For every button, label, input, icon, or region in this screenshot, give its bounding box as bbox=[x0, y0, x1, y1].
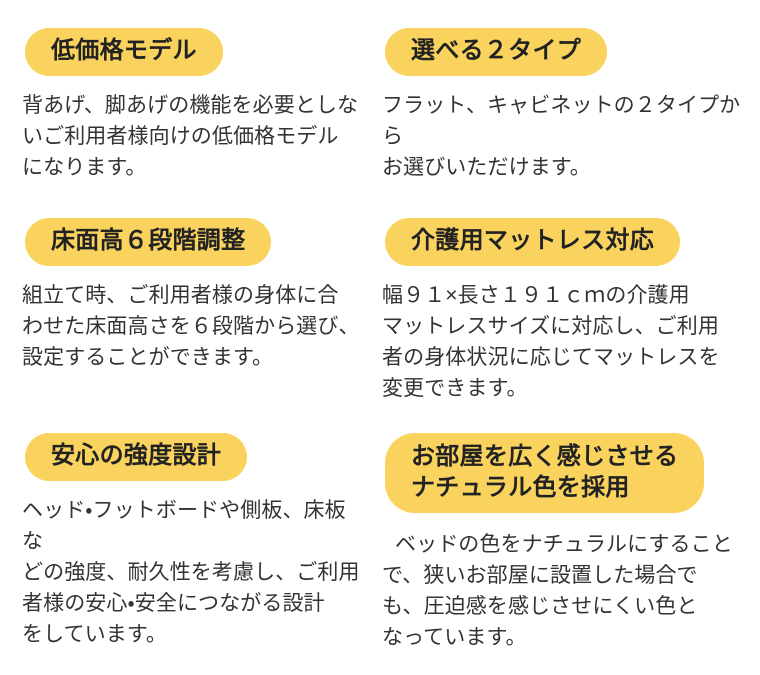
feature-body-text: ヘッド・フットボードや側板、床板な どの強度、耐久性を考慮し、ご利用 者様の安心… bbox=[22, 498, 360, 646]
feature-heading-pill: お部屋を広く感じさせる ナチュラル色を採用 bbox=[385, 433, 705, 514]
feature-heading-pill: 安心の強度設計 bbox=[25, 433, 248, 481]
feature-block-two-types: 選べる２タイプ フラット、キャビネットの２タイプから お選びいただけます。 bbox=[375, 28, 760, 218]
feature-body-text: 背あげ、脚あげの機能を必要としな いご利用者様向けの低価格モデル になります。 bbox=[22, 93, 359, 179]
feature-block-strength-design: 安心の強度設計 ヘッド・フットボードや側板、床板な どの強度、耐久性を考慮し、ご… bbox=[0, 433, 375, 653]
feature-body-text: ベッドの色をナチュラルにすること で、狭いお部屋に設置した場合で も、圧迫感を感… bbox=[382, 533, 733, 650]
feature-body-text: 組立て時、ご利用者様の身体に合 わせた床面高さを６段階から選び、 設定することが… bbox=[22, 283, 360, 369]
feature-heading-pill: 低価格モデル bbox=[25, 28, 223, 76]
feature-heading-pill: 床面高６段階調整 bbox=[25, 218, 272, 266]
feature-block-care-mattress-support: 介護用マットレス対応 幅９１×長さ１９１ｃｍの介護用 マットレスサイズに対応し、… bbox=[375, 218, 760, 433]
feature-heading-pill: 選べる２タイプ bbox=[385, 28, 608, 76]
feature-body-text: フラット、キャビネットの２タイプから お選びいただけます。 bbox=[382, 93, 741, 179]
feature-body-text: 幅９１×長さ１９１ｃｍの介護用 マットレスサイズに対応し、ご利用 者の身体状況に… bbox=[382, 283, 720, 400]
feature-block-low-price-model: 低価格モデル 背あげ、脚あげの機能を必要としな いご利用者様向けの低価格モデル … bbox=[0, 28, 375, 218]
feature-block-floor-height-adjustment: 床面高６段階調整 組立て時、ご利用者様の身体に合 わせた床面高さを６段階から選び… bbox=[0, 218, 375, 433]
feature-heading-pill: 介護用マットレス対応 bbox=[385, 218, 680, 266]
feature-block-natural-color: お部屋を広く感じさせる ナチュラル色を採用 ベッドの色をナチュラルにすること で… bbox=[375, 433, 760, 653]
